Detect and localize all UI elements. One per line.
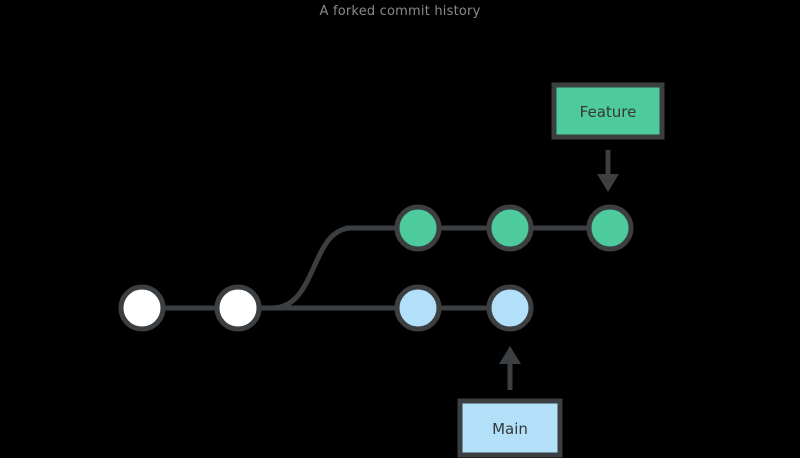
feature-label-box[interactable] (551, 82, 665, 140)
feature-label-text: Feature (580, 103, 637, 121)
feature-arrow-down-icon (597, 150, 619, 192)
commit-node-main-1[interactable] (394, 284, 442, 332)
commit-node-feature-2[interactable] (486, 204, 534, 252)
commit-nodes (118, 204, 634, 332)
connector-lines (142, 225, 610, 311)
main-branch-label-group[interactable]: Main (457, 346, 563, 458)
commit-node-base-2[interactable] (214, 284, 262, 332)
fork-curve (269, 225, 355, 311)
main-label-box[interactable] (457, 398, 563, 458)
main-label-text: Main (492, 420, 528, 438)
commit-node-main-2[interactable] (486, 284, 534, 332)
diagram-title: A forked commit history (320, 4, 481, 19)
commit-node-base-1[interactable] (118, 284, 166, 332)
commit-node-feature-3[interactable] (586, 204, 634, 252)
commit-node-feature-1[interactable] (394, 204, 442, 252)
main-arrow-up-icon (499, 346, 521, 390)
feature-branch-label-group[interactable]: Feature (551, 82, 665, 192)
